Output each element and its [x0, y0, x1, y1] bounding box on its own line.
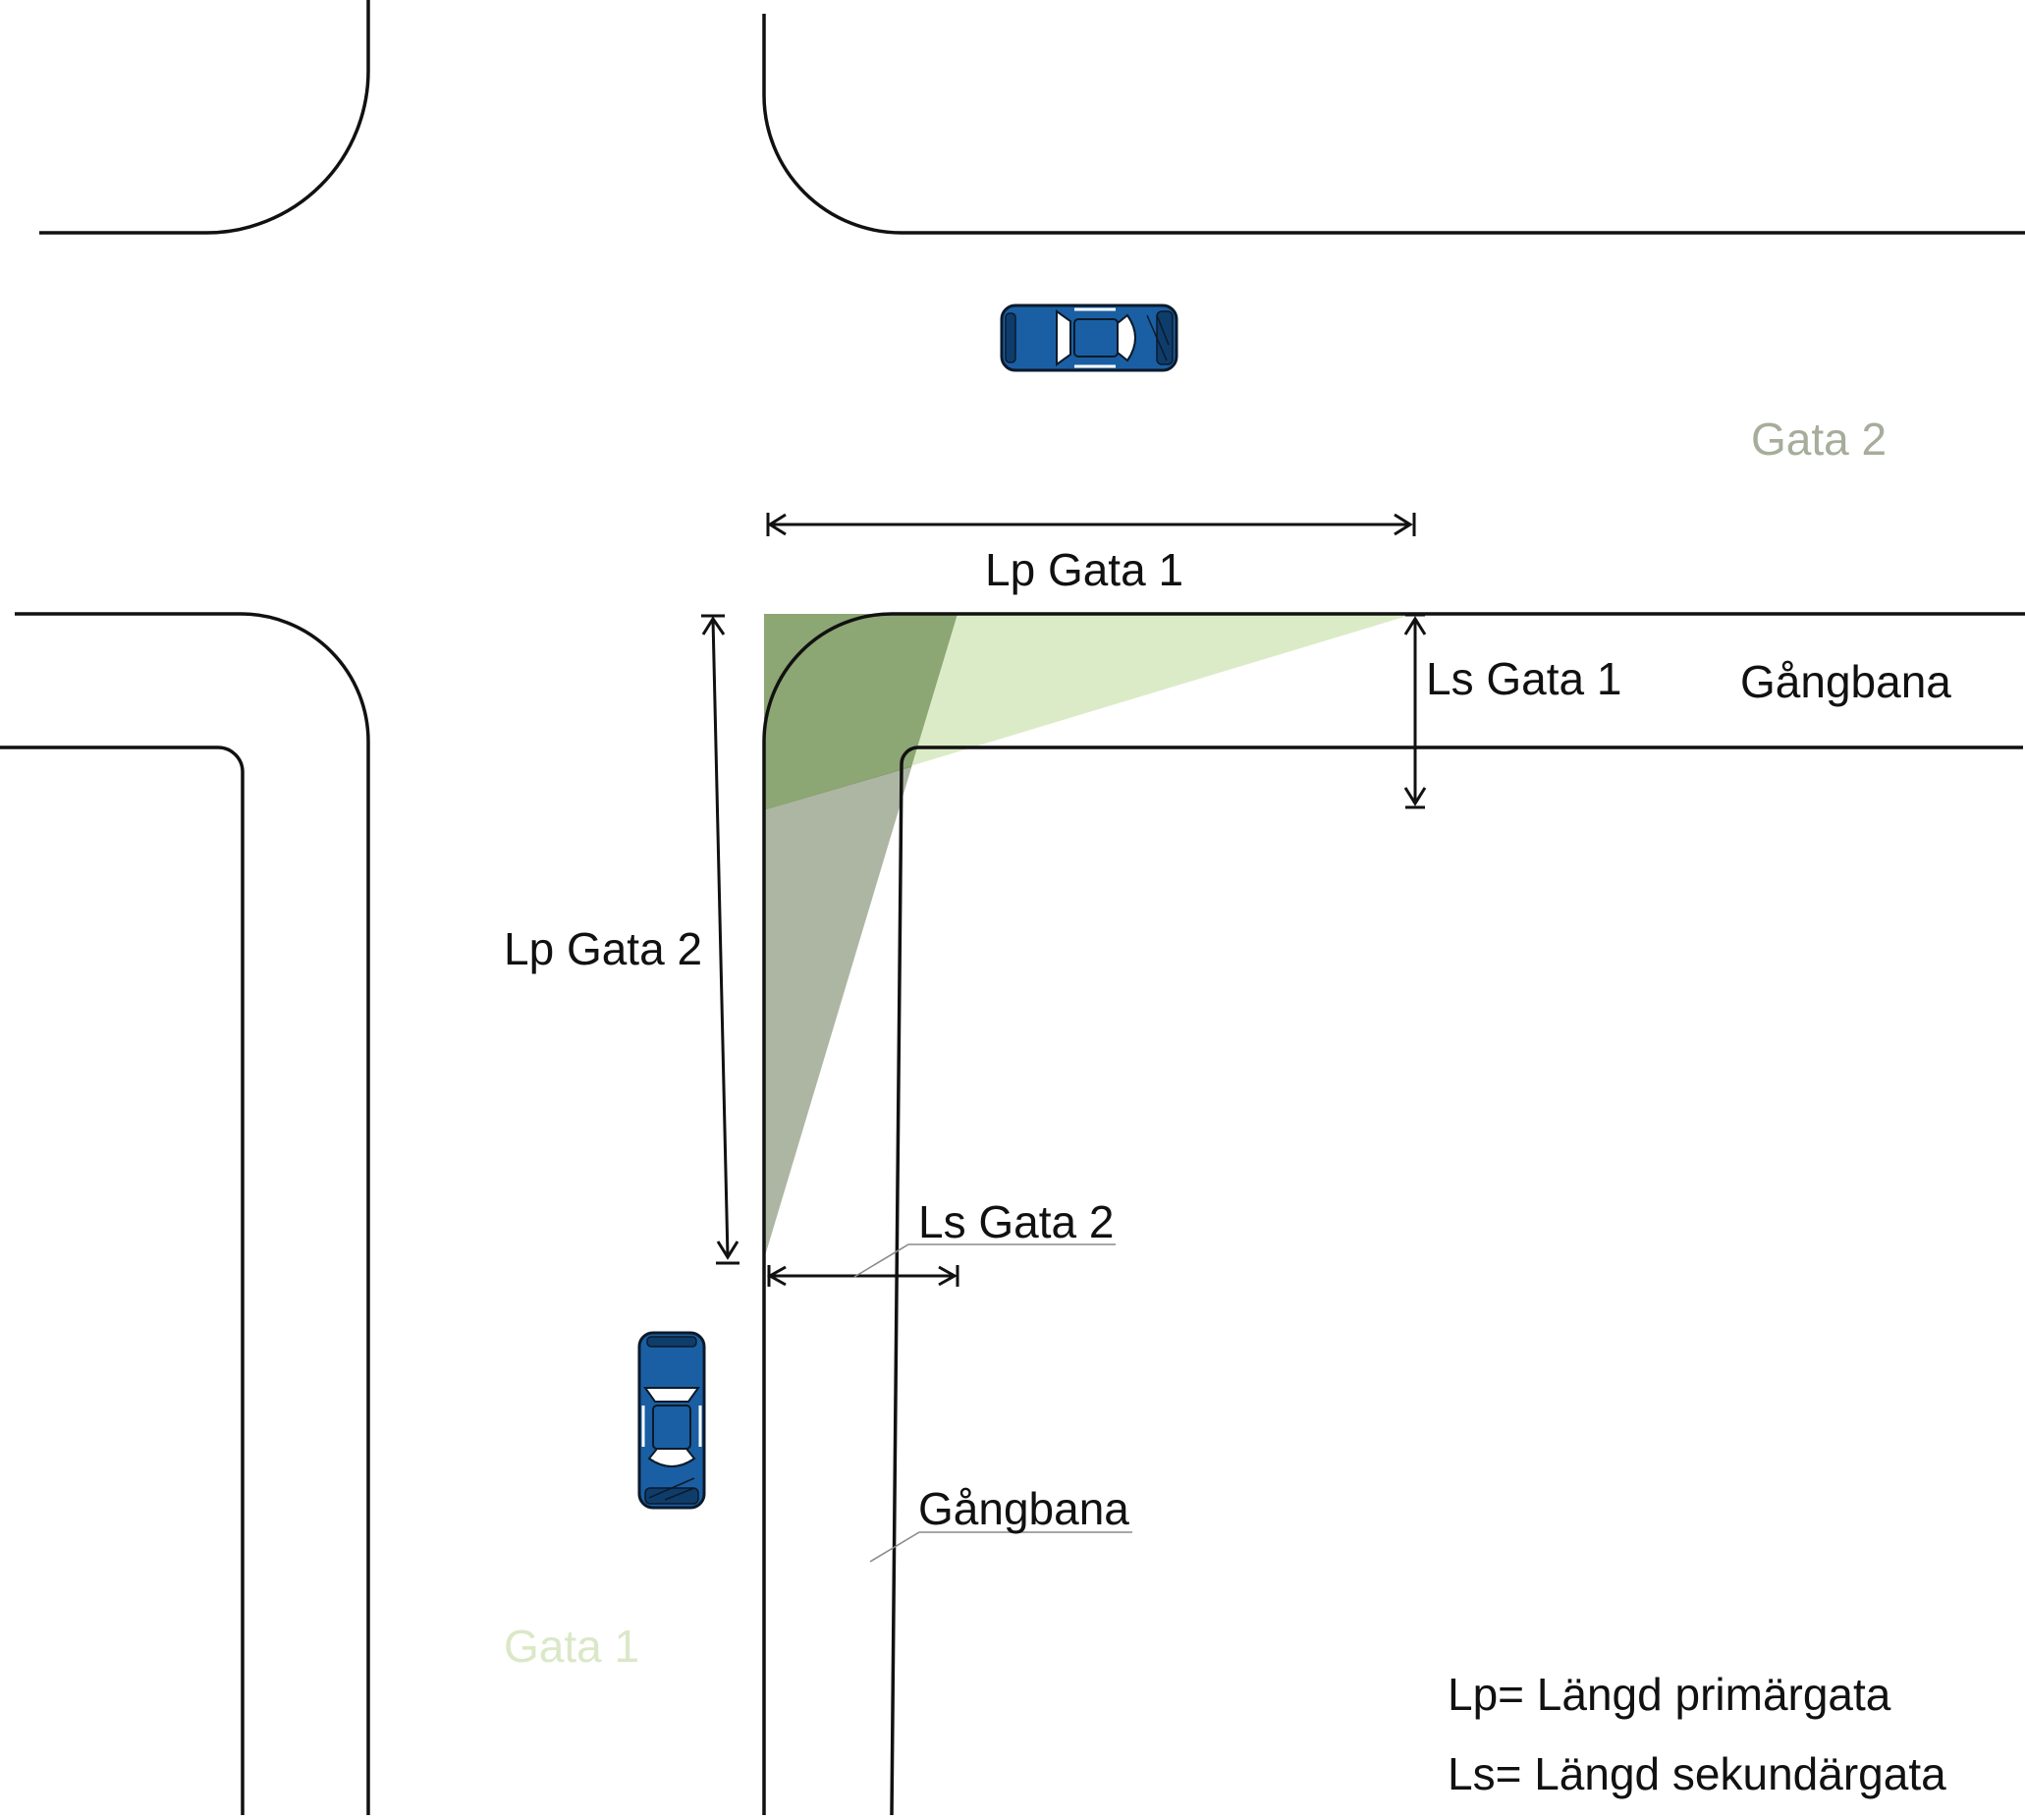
road-edge-top-right [762, 14, 2025, 235]
leader-lines [853, 1243, 1132, 1563]
street-1-label: Gata 1 [504, 1621, 639, 1672]
lp-street-1-label: Lp Gata 1 [985, 544, 1183, 595]
dimension-ls-street-2 [766, 1265, 959, 1287]
legend-ls: Ls= Längd sekundärgata [1448, 1748, 1946, 1799]
dimension-lp-street-1 [766, 513, 1416, 536]
leader-sidewalk-lower [869, 1531, 1132, 1563]
sidewalk-edge-corner [890, 745, 2023, 1816]
road-edge-middle-left [15, 612, 370, 1815]
dimension-lines [701, 513, 1427, 1287]
sidewalk-lower-label: Gångbana [918, 1483, 1129, 1534]
road-edge-top-left [39, 0, 370, 235]
ls-street-2-label: Ls Gata 2 [918, 1196, 1114, 1247]
street-2-label: Gata 2 [1751, 414, 1887, 465]
sidewalk-right-label: Gångbana [1740, 656, 1951, 707]
leader-ls-street-2 [853, 1243, 1116, 1278]
dimension-ls-street-1 [1403, 613, 1427, 809]
ls-street-1-label: Ls Gata 1 [1426, 653, 1621, 704]
road-edge-corner [762, 612, 2025, 1815]
car-icon [1000, 303, 1178, 372]
legend-lp: Lp= Längd primärgata [1448, 1669, 1891, 1720]
car-icon [637, 1331, 706, 1510]
lp-street-2-label: Lp Gata 2 [504, 923, 702, 974]
sight-triangle-overlap [764, 614, 958, 810]
sight-triangles [764, 614, 1414, 1259]
dimension-lp-street-2 [701, 614, 739, 1265]
sidewalk-edge-left [0, 745, 245, 1815]
